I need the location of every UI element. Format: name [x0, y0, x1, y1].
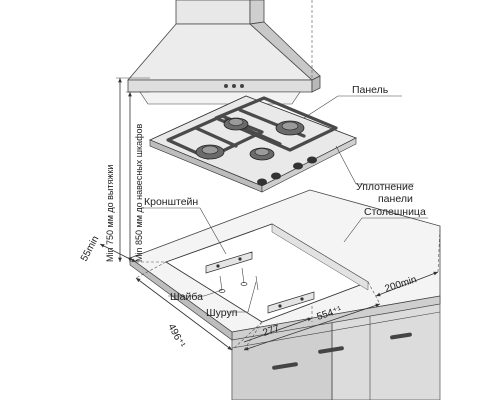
control-knob-4 [307, 156, 317, 164]
dim-cutout-depth: 496⁺¹ [165, 322, 187, 350]
burner-grate-left [166, 114, 264, 160]
dim-center-offset: 277 [262, 323, 282, 339]
burner-grate-right [214, 96, 338, 152]
control-knob-1 [257, 178, 267, 186]
drawer-handle-far [390, 332, 412, 340]
callout-leaders [142, 95, 428, 313]
label-seal-line2: панели [378, 193, 413, 205]
dimension-lines [99, 225, 441, 351]
range-hood [127, 0, 321, 105]
cabinet-distance-note: Min 850 мм до навесных шкафов [134, 123, 144, 262]
label-bracket: Кронштейн [144, 196, 198, 208]
label-seal-line1: Уплотнение [356, 181, 414, 193]
label-washer: Шайба [170, 291, 203, 303]
control-knob-3 [293, 162, 303, 170]
bracket-front [205, 251, 253, 274]
control-knob-2 [271, 172, 281, 180]
label-countertop: Столешница [364, 206, 426, 218]
drawer-handle-left [272, 362, 298, 370]
label-panel: Панель [352, 84, 389, 96]
gas-hob [148, 95, 358, 193]
hood-distance-note: Min 750 мм до вытяжки [105, 165, 115, 262]
dim-left-offset: 55min [79, 234, 102, 263]
label-screw: Шуруп [206, 307, 237, 319]
vertical-clearance-markers [116, 0, 313, 262]
